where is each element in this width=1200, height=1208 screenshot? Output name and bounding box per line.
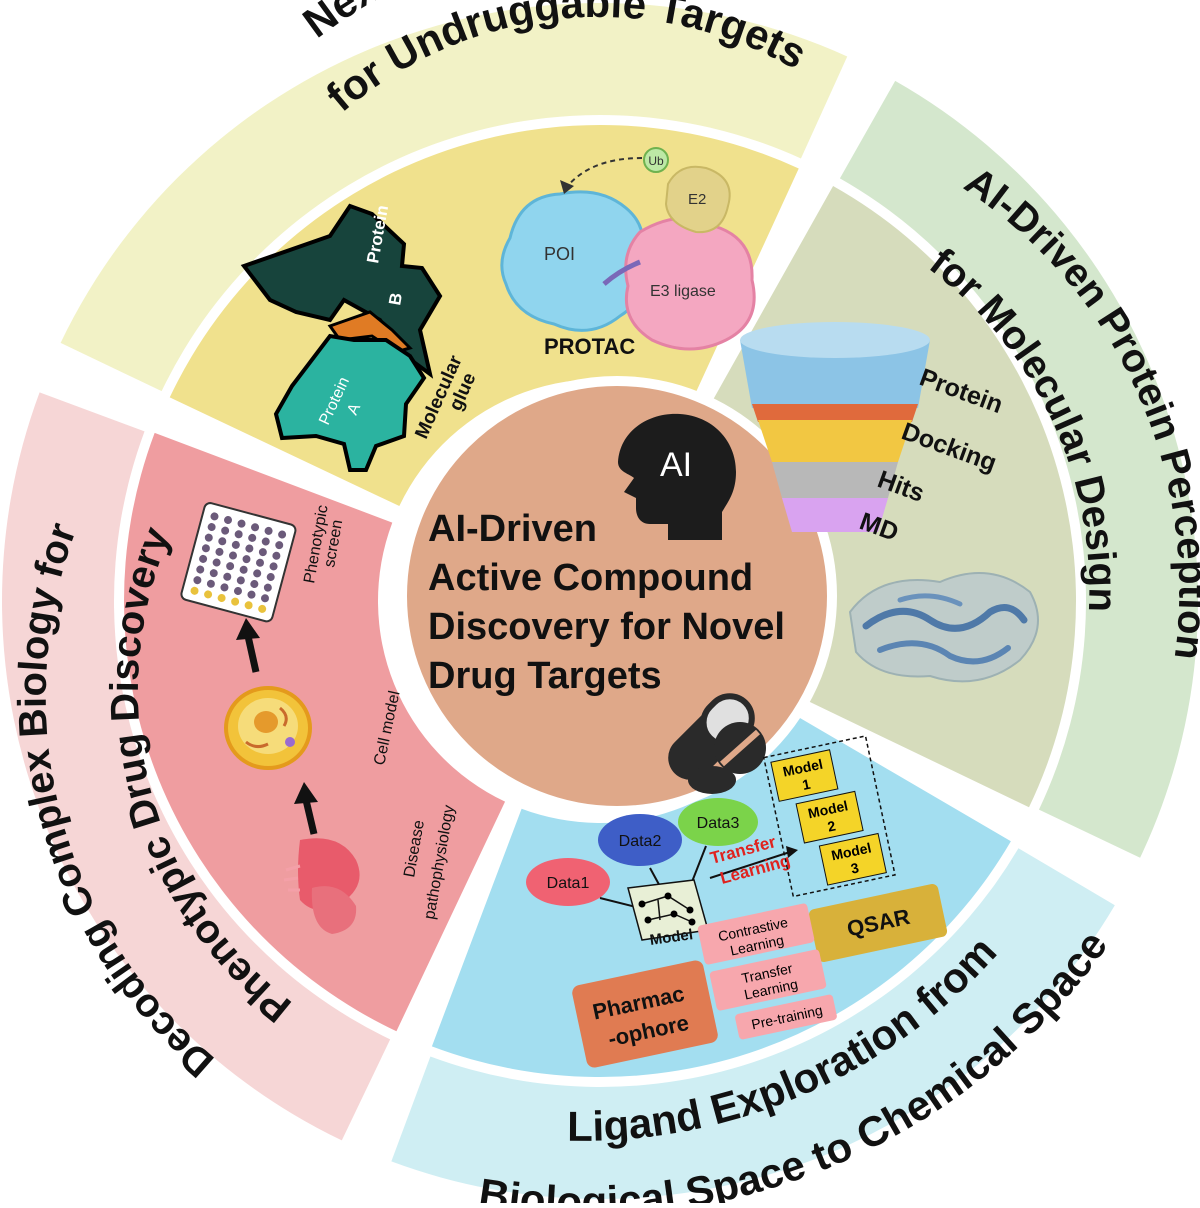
well-dot [217,594,226,603]
right-outer-sector [839,80,1198,858]
head-icon [618,413,736,540]
well-dot [221,526,230,535]
well-dot [223,516,232,525]
well-dot [258,604,267,613]
transfer-arrow [709,851,791,879]
well-dot [220,583,229,592]
bottom-illustration: Data1 Data2 Data3 Model Transfer Learnin… [526,735,948,1068]
e2-label: E2 [688,191,706,208]
well-dot [212,558,221,567]
well-dot [272,551,281,560]
data1-label: Data1 [547,875,590,892]
e3-ligase-label: E3 ligase [650,283,716,300]
model-label: Model [649,926,694,949]
cell-icon [224,686,312,770]
model-3-label-b: 3 [849,859,860,876]
well-dot [196,565,205,574]
center-title: AI-Driven Active Compound Discovery for … [428,508,785,697]
well-dot [278,530,287,539]
e2-shape [664,165,731,234]
data2-label: Data2 [619,833,662,850]
well-dot [231,540,240,549]
well-dot [263,583,272,592]
well-dot [231,597,240,606]
well-dot [204,533,213,542]
protein-structure-image [848,572,1039,683]
well-dot [242,555,251,564]
center-title-line-2: Active Compound [428,557,753,599]
data2-ellipse [598,814,682,866]
data3-label: Data3 [697,815,740,832]
well-dot [204,590,213,599]
protac-linker [602,259,641,286]
lung-icon [283,838,360,934]
center-title-line-3: Discovery for Novel [428,606,785,648]
well-dot [215,547,224,556]
well-dot [237,519,246,528]
top-illustration: Protein B Protein A Molecular glue POI E… [240,147,756,472]
well-plate-icon [180,502,297,623]
well-dot [190,586,199,595]
up-arrow-1 [236,618,260,673]
well-dot [261,594,270,603]
well-dot [193,576,202,585]
well-dot [269,562,278,571]
well-dot [239,565,248,574]
tablet-icon [688,722,766,794]
well-dot [233,587,242,596]
data3-ellipse [678,798,758,846]
well-dot [264,526,273,535]
up-arrow-2 [294,782,318,835]
well-dot [248,533,257,542]
poi-label: POI [544,244,575,264]
well-dot [236,576,245,585]
center-title-line-1: AI-Driven [428,508,597,550]
well-dot [199,554,208,563]
models-stack: Model 1 Model 2 Model 3 [762,735,896,898]
well-dot [266,573,275,582]
well-dot [247,590,256,599]
model-box [627,879,709,941]
well-dot [207,523,216,532]
well-dot [210,512,219,521]
model-2-label-b: 2 [826,817,837,834]
well-dot [245,544,254,553]
well-dot [206,579,215,588]
well-dot [256,558,265,567]
top-outer-sector [60,3,848,392]
ub-transfer-arrow [565,157,643,189]
well-dot [228,551,237,560]
left-illustration: Phenotypic screen Cell model Disease pat… [180,502,458,934]
well-dot [209,569,218,578]
protac-label: PROTAC [544,334,635,359]
well-dot [244,601,253,610]
bottom-outer-sector [391,848,1115,1199]
funnel [740,322,930,532]
well-dot [250,580,259,589]
well-dot [275,541,284,550]
well-dot [226,562,235,571]
well-dot [218,537,227,546]
protein-b-label-2: B [385,291,406,306]
pharmacophore-box [572,960,718,1068]
ub-circle [643,147,669,173]
well-dot [258,548,267,557]
protein-a-shape [273,333,427,472]
left-outer-sector [1,392,391,1141]
well-dot [234,530,243,539]
ub-label: Ub [648,154,664,168]
center-title-line-4: Drug Targets [428,655,662,697]
well-dot [223,572,232,581]
well-dot [261,537,270,546]
ai-badge: AI [660,446,692,484]
center-hub: AI AI-Driven Active Compound Discovery f… [397,376,837,816]
model-1-label-b: 1 [801,776,812,793]
well-dot [253,569,262,578]
well-dot [251,523,260,532]
well-dot [201,544,210,553]
data1-ellipse [526,858,610,906]
qsar-box [808,883,948,963]
